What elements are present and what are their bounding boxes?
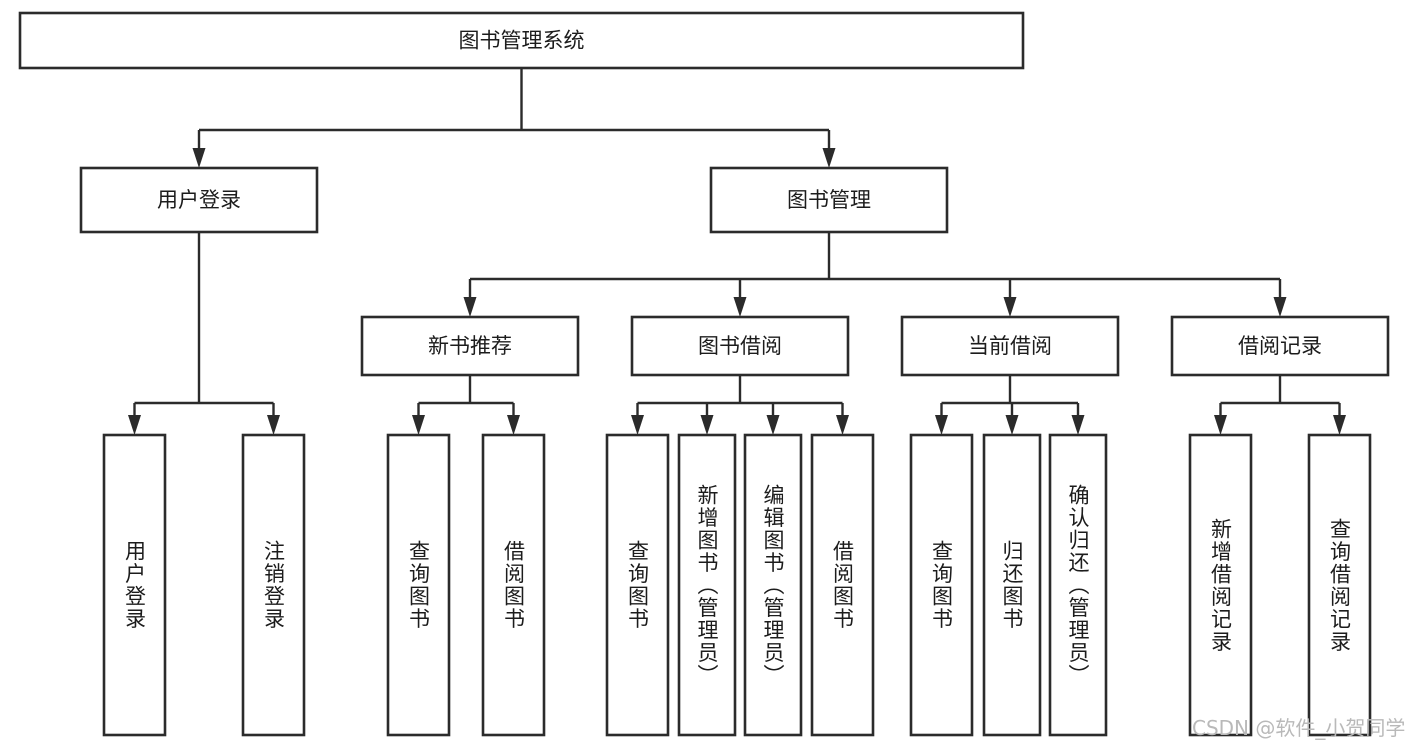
node-label-leaf3: 查询图书 <box>406 540 431 630</box>
node-box-leaf6[interactable] <box>677 433 737 737</box>
node-l1a[interactable]: 用户登录 <box>79 166 319 234</box>
node-box-l2a[interactable] <box>360 315 580 377</box>
csdn-watermark: CSDN @软件_小贺同学 <box>1192 716 1405 740</box>
edge-group-l2b <box>631 375 849 435</box>
node-box-l2c[interactable] <box>900 315 1120 377</box>
node-box-leaf7[interactable] <box>743 433 803 737</box>
node-box-root[interactable] <box>18 11 1025 70</box>
node-l1b[interactable]: 图书管理 <box>709 166 949 234</box>
node-leaf12[interactable] <box>1188 433 1253 737</box>
node-box-leaf3[interactable] <box>386 433 451 737</box>
node-label-l2b: 图书借阅 <box>698 334 782 358</box>
node-label-l1a: 用户登录 <box>157 188 241 212</box>
node-label-l2c: 当前借阅 <box>968 334 1052 358</box>
node-leaf1[interactable] <box>102 433 167 737</box>
node-label-leaf11: 确认归还（管理员） <box>1066 483 1091 687</box>
node-label-leaf7: 编辑图书（管理员） <box>761 483 786 687</box>
node-leaf9[interactable] <box>909 433 974 737</box>
node-leaf5[interactable] <box>605 433 670 737</box>
node-leaf6[interactable] <box>677 433 737 737</box>
edge-group-l1a <box>128 232 280 435</box>
node-box-leaf9[interactable] <box>909 433 974 737</box>
node-label-l2d: 借阅记录 <box>1238 334 1322 358</box>
node-label-leaf13: 查询借阅记录 <box>1327 517 1352 653</box>
node-root[interactable]: 图书管理系统 <box>18 11 1025 70</box>
node-leaf10[interactable] <box>982 433 1042 737</box>
node-box-leaf2[interactable] <box>241 433 306 737</box>
node-label-leaf10: 归还图书 <box>1000 540 1025 630</box>
node-label-leaf5: 查询图书 <box>625 540 650 630</box>
node-l2c[interactable]: 当前借阅 <box>900 315 1120 377</box>
node-box-leaf10[interactable] <box>982 433 1042 737</box>
node-l2b[interactable]: 图书借阅 <box>630 315 850 377</box>
node-box-l1b[interactable] <box>709 166 949 234</box>
node-leaf11[interactable] <box>1048 433 1108 737</box>
node-box-leaf12[interactable] <box>1188 433 1253 737</box>
node-box-l2b[interactable] <box>630 315 850 377</box>
node-leaf4[interactable] <box>481 433 546 737</box>
node-leaf8[interactable] <box>810 433 875 737</box>
node-box-leaf13[interactable] <box>1307 433 1372 737</box>
node-label-leaf4: 借阅图书 <box>501 540 526 630</box>
node-box-leaf5[interactable] <box>605 433 670 737</box>
node-box-leaf11[interactable] <box>1048 433 1108 737</box>
node-leaf2[interactable] <box>241 433 306 737</box>
edge-group-l1b <box>463 232 1287 317</box>
edge-group-l2d <box>1214 375 1346 435</box>
node-l2d[interactable]: 借阅记录 <box>1170 315 1390 377</box>
node-label-l1b: 图书管理 <box>787 188 871 212</box>
edge-group-root <box>192 68 836 168</box>
node-box-leaf8[interactable] <box>810 433 875 737</box>
node-box-leaf4[interactable] <box>481 433 546 737</box>
node-l2a[interactable]: 新书推荐 <box>360 315 580 377</box>
node-label-leaf6: 新增图书（管理员） <box>695 483 720 687</box>
node-leaf13[interactable] <box>1307 433 1372 737</box>
node-label-leaf9: 查询图书 <box>929 540 954 630</box>
node-label-leaf1: 用户登录 <box>122 540 147 630</box>
node-leaf3[interactable] <box>386 433 451 737</box>
node-label-root: 图书管理系统 <box>459 29 585 53</box>
node-label-leaf12: 新增借阅记录 <box>1208 517 1233 653</box>
node-box-l2d[interactable] <box>1170 315 1390 377</box>
edge-group-l2a <box>412 375 520 435</box>
node-box-l1a[interactable] <box>79 166 319 234</box>
node-label-leaf2: 注销登录 <box>261 540 286 630</box>
node-label-l2a: 新书推荐 <box>428 334 512 358</box>
node-box-leaf1[interactable] <box>102 433 167 737</box>
node-label-leaf8: 借阅图书 <box>830 540 855 630</box>
node-leaf7[interactable] <box>743 433 803 737</box>
edge-group-l2c <box>935 375 1085 435</box>
